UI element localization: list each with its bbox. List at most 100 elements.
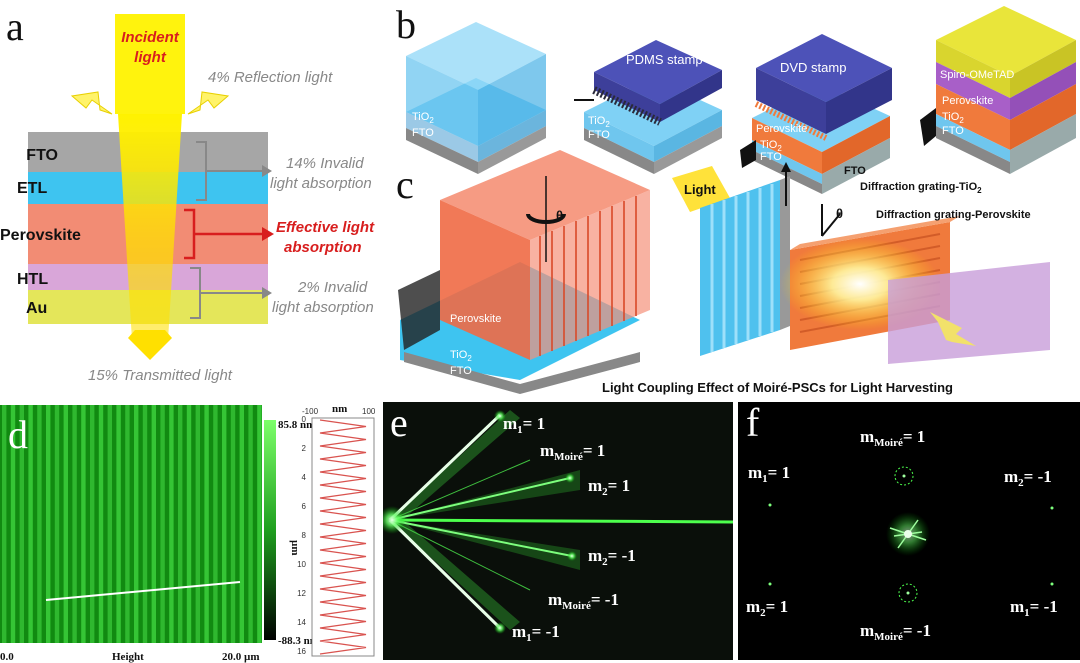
f-m2-left: m2= 1 bbox=[746, 597, 788, 619]
profile-tick-label: 2 bbox=[302, 444, 307, 453]
afm-colorbar bbox=[264, 420, 276, 640]
f-m2-right: m2= -1 bbox=[1004, 467, 1052, 489]
device-b2: PDMS stamp TiO2 FTO bbox=[574, 40, 722, 174]
effective-line1: Effective light bbox=[276, 219, 375, 236]
panel-e-letter: e bbox=[390, 400, 408, 445]
invalid-1-line1: 14% Invalid bbox=[286, 155, 364, 172]
afm-stripe bbox=[195, 405, 200, 643]
e-m1-top: m1= 1 bbox=[503, 414, 545, 436]
svg-text:TiO2: TiO2 bbox=[588, 115, 610, 129]
profile-line bbox=[45, 581, 241, 601]
moire-ring-top bbox=[894, 466, 914, 486]
transmitted-arrow bbox=[128, 330, 172, 360]
afm-stripe bbox=[107, 405, 112, 643]
afm-stripe bbox=[257, 405, 262, 643]
reflection-arrow-right bbox=[187, 91, 230, 115]
profile-unit: nm bbox=[332, 403, 347, 415]
afm-stripe bbox=[46, 405, 51, 643]
profile-left: -100 bbox=[302, 407, 319, 416]
panel-d-letter: d bbox=[8, 412, 28, 457]
svg-text:Perovskite: Perovskite bbox=[756, 123, 807, 135]
profile-curve bbox=[319, 419, 367, 655]
b1-fto: FTO bbox=[412, 127, 434, 139]
afm-stripe bbox=[37, 405, 42, 643]
panel-a: a Incident light 4% Reflection light FTO… bbox=[0, 4, 375, 384]
profile-tick-label: 14 bbox=[297, 618, 306, 627]
e-m2-bot: m2= -1 bbox=[588, 546, 636, 568]
reflection-label: 4% Reflection light bbox=[208, 69, 333, 86]
afm-stripe bbox=[160, 405, 165, 643]
invalid-2-line2: light absorption bbox=[272, 299, 374, 316]
afm-stripe bbox=[213, 405, 218, 643]
svg-text:Perovskite: Perovskite bbox=[450, 313, 501, 325]
svg-text:TiO2: TiO2 bbox=[760, 139, 782, 153]
afm-stripe bbox=[72, 405, 77, 643]
svg-text:TiO2: TiO2 bbox=[942, 111, 964, 125]
profile-tick-label: 8 bbox=[302, 531, 307, 540]
light-source bbox=[672, 166, 730, 212]
profile-tick-label: 10 bbox=[297, 560, 306, 569]
label-etl: ETL bbox=[17, 180, 47, 197]
rotation-arrow-icon bbox=[526, 213, 566, 224]
x-label: Height bbox=[112, 651, 144, 663]
svg-text:FTO: FTO bbox=[942, 125, 964, 137]
afm-stripe bbox=[239, 405, 244, 643]
afm-stripe bbox=[28, 405, 33, 643]
afm-stripe bbox=[63, 405, 68, 643]
panel-c: c θ Perovskite TiO2 FTO bbox=[396, 150, 1050, 395]
panel-a-letter: a bbox=[6, 4, 24, 49]
svg-text:Spiro-OMeTAD: Spiro-OMeTAD bbox=[940, 69, 1014, 81]
device-b4: Spiro-OMeTAD Perovskite TiO2 FTO bbox=[920, 6, 1076, 174]
panel-f: f mMoiré= 1 m1= 1 m2= -1 m2= 1 m1= -1 mM… bbox=[738, 400, 1080, 660]
afm-map bbox=[0, 405, 262, 643]
label-au: Au bbox=[26, 300, 47, 317]
e-mm-top: mMoiré= 1 bbox=[540, 441, 605, 463]
reflection-arrow-left bbox=[70, 91, 113, 115]
panel-d: d 85.8 nm -88.3 nm 0.0 Height 20.0 µm nm… bbox=[0, 403, 376, 663]
afm-stripe bbox=[151, 405, 156, 643]
scale-min: -88.3 nm bbox=[278, 635, 319, 647]
afm-stripe bbox=[222, 405, 227, 643]
afm-stripe bbox=[230, 405, 236, 643]
afm-stripes bbox=[2, 405, 262, 643]
scale-max: 85.8 nm bbox=[278, 419, 315, 431]
bracket-effective bbox=[184, 208, 262, 260]
x-end: 20.0 µm bbox=[222, 651, 260, 663]
light-label: Light bbox=[684, 182, 716, 197]
afm-stripe bbox=[142, 405, 148, 643]
profile-tick-label: 16 bbox=[297, 647, 306, 656]
f-mm-top: mMoiré= 1 bbox=[860, 427, 925, 449]
e-m1-bot: m1= -1 bbox=[512, 622, 560, 644]
device-b3: DVD stamp Perovskite TiO2 FTO bbox=[740, 34, 892, 194]
beam-cone bbox=[118, 114, 182, 340]
afm-stripe bbox=[54, 405, 60, 643]
effective-line2: absorption bbox=[284, 239, 362, 256]
device-b1: TiO2 FTO bbox=[406, 22, 546, 174]
panel-f-letter: f bbox=[746, 400, 760, 445]
moire-ring-bottom bbox=[898, 583, 918, 603]
invalid-2-line1: 2% Invalid bbox=[297, 279, 368, 296]
profile-y-unit: µm bbox=[289, 540, 301, 556]
svg-text:FTO: FTO bbox=[760, 151, 782, 163]
panel-b-letter: b bbox=[396, 2, 416, 47]
incident-label-2: light bbox=[134, 49, 167, 66]
afm-stripe bbox=[186, 405, 192, 643]
profile-tick-label: 4 bbox=[302, 473, 307, 482]
svg-text:FTO: FTO bbox=[450, 365, 472, 377]
fto-top-label: FTO bbox=[844, 165, 866, 177]
afm-stripe bbox=[204, 405, 209, 643]
b1-tio2: TiO2 bbox=[412, 111, 434, 125]
f-mm-bot: mMoiré= -1 bbox=[860, 621, 931, 643]
profile-tick-label: 6 bbox=[302, 502, 307, 511]
label-perovskite: Perovskite bbox=[0, 227, 81, 244]
svg-text:Perovskite: Perovskite bbox=[942, 95, 993, 107]
device-c-left: θ Perovskite TiO2 FTO bbox=[398, 150, 650, 394]
profile-tick-label: 0 bbox=[302, 415, 307, 424]
afm-stripe bbox=[178, 405, 183, 643]
invalid-1-line2: light absorption bbox=[270, 175, 372, 192]
device-c-right: Light θ FTO Di bbox=[602, 162, 1050, 395]
afm-stripe bbox=[169, 405, 174, 643]
label-htl: HTL bbox=[17, 271, 48, 288]
